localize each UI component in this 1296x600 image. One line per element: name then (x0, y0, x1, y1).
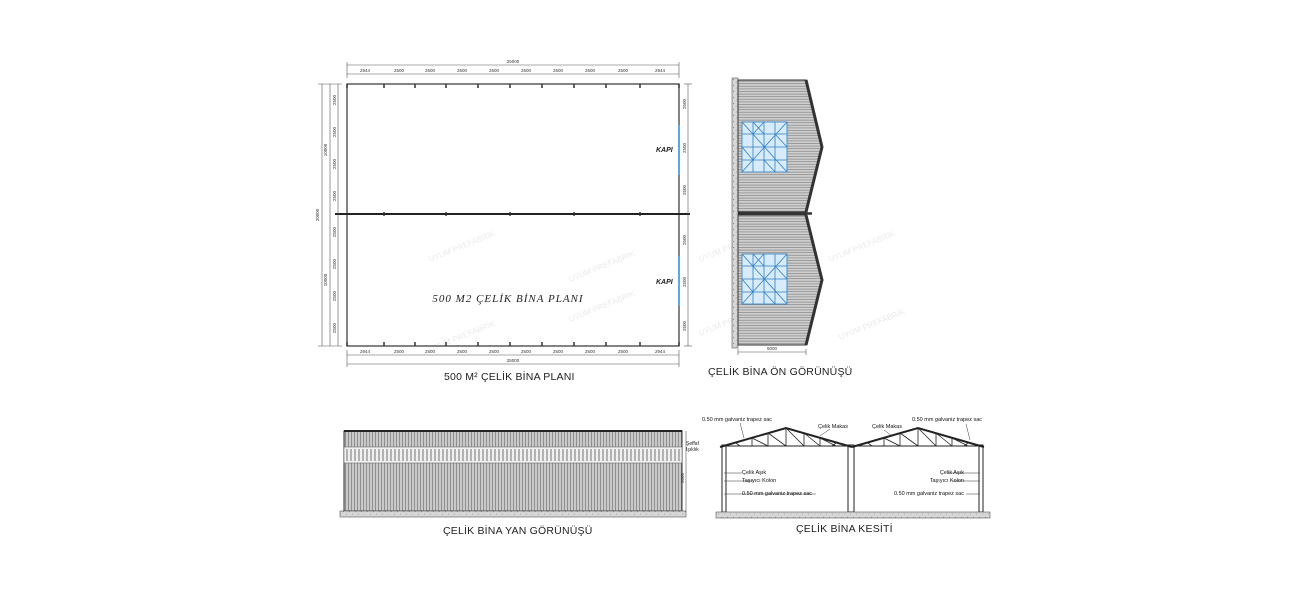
plan-half-depth-top: 10000 (323, 143, 328, 156)
side-view: 5000 Şeffaf Işıklık (339, 430, 700, 518)
section-labels: 0.50 mm galvaniz trapez sac Çelik Makas … (702, 417, 982, 497)
span-dim: 2500 (618, 68, 629, 73)
front-width-dim: 5000 (767, 346, 778, 351)
side-foundation (339, 510, 687, 518)
front-window-bottom (741, 253, 788, 305)
span-dim: 2500 (457, 68, 468, 73)
plan-top-dimensions (346, 62, 680, 78)
skylight-label-2: Işıklık (686, 447, 699, 453)
truss-label-left: Çelik Makas (818, 424, 848, 430)
plan-columns (346, 84, 680, 346)
watermark-text-1: UYUM PREFABRİK (427, 229, 497, 264)
side-view-caption: ÇELİK BİNA YAN GÖRÜNÜŞÜ (443, 525, 593, 537)
door-label: KAPI (656, 147, 674, 154)
span-dim: 2500 (585, 349, 596, 354)
plan-left-dimensions (318, 83, 342, 347)
purlin-label-right: Çelik Aşık (940, 470, 964, 476)
front-foundation (731, 77, 739, 349)
truss-webs-right (867, 427, 969, 447)
section-column (847, 444, 855, 513)
span-dim: 2500 (553, 68, 564, 73)
side-dim: 2500 (682, 98, 687, 109)
section-column (978, 444, 984, 513)
side-wall (343, 430, 683, 512)
column-label-left: Taşıyıcı Kolon (742, 478, 776, 484)
span-dim: 2500 (425, 349, 436, 354)
side-dim: 2500 (332, 94, 337, 105)
plan-door-bottom: KAPI (656, 256, 680, 306)
plan-caption: 500 M² ÇELİK BİNA PLANI (444, 371, 575, 383)
side-dim: 2500 (682, 320, 687, 331)
plan-side-dims-right: 2500 2500 2500 2500 2500 2500 (682, 98, 687, 331)
span-dim: 2500 (394, 349, 405, 354)
span-dim: 2500 (489, 68, 500, 73)
front-window-top (741, 121, 788, 173)
plan-overall-depth: 20000 (315, 208, 320, 221)
side-dim: 2500 (332, 226, 337, 237)
door-label: KAPI (656, 279, 674, 286)
section-foundation (715, 511, 991, 519)
span-dim: 2500 (425, 68, 436, 73)
side-dim: 2500 (682, 142, 687, 153)
section-view (715, 422, 991, 519)
roof-sheet-label-left: 0.50 mm galvaniz trapez sac (702, 417, 772, 423)
skylight-label-1: Şeffaf (686, 441, 700, 447)
plan-door-top: KAPI (656, 125, 680, 175)
side-dim: 2500 (332, 190, 337, 201)
side-skylight (343, 446, 683, 464)
section-leaders (724, 422, 980, 495)
side-dim: 2500 (332, 258, 337, 269)
roof-sheet-label-right: 0.50 mm galvaniz trapez sac (912, 417, 982, 423)
watermark-text-6: UYUM PREFABRİK (827, 229, 897, 264)
side-dim: 2500 (332, 158, 337, 169)
span-dim: 2944 (360, 349, 371, 354)
span-dim: 2944 (655, 349, 666, 354)
side-dim: 2500 (332, 322, 337, 333)
span-dim: 2500 (489, 349, 500, 354)
wall-sheet-label-right: 0.50 mm galvaniz trapez sac (894, 491, 964, 497)
section-column (721, 444, 727, 513)
watermark-text-2: UYUM PREFABRİK (567, 249, 637, 284)
span-dim: 2944 (655, 68, 666, 73)
truss-webs-left (735, 427, 837, 447)
plan-overall-width-top: 25000 (507, 59, 520, 64)
span-dim: 2500 (585, 68, 596, 73)
plan-span-dims-top: 2944 2500 2500 2500 2500 2500 2500 2500 … (360, 68, 666, 73)
plan-half-depth-bottom: 10000 (323, 273, 328, 286)
side-dim: 2500 (332, 290, 337, 301)
plan-bottom-dimensions (346, 350, 680, 367)
plan-overall-width-bottom: 25000 (507, 358, 520, 363)
span-dim: 2500 (553, 349, 564, 354)
span-dim: 2500 (521, 68, 532, 73)
span-dim: 2500 (394, 68, 405, 73)
plan-right-dimensions (684, 83, 692, 347)
side-dim: 2500 (682, 184, 687, 195)
section-caption: ÇELİK BİNA KESİTİ (796, 523, 893, 535)
skylight-strips (346, 449, 680, 461)
watermark: UYUM PREFABRİK UYUM PREFABRİK UYUM PREFA… (427, 229, 907, 354)
truss-label-right: Çelik Makas (872, 424, 902, 430)
side-dim: 2500 (332, 126, 337, 137)
span-dim: 2500 (521, 349, 532, 354)
span-dim: 2500 (618, 349, 629, 354)
plan-side-dims-left: 2500 2500 2500 2500 2500 2500 2500 2500 (332, 94, 337, 333)
plan-span-dims-bottom: 2944 2500 2500 2500 2500 2500 2500 2500 … (360, 349, 666, 354)
side-dim: 2500 (682, 234, 687, 245)
watermark-text-8: UYUM PREFABRİK (837, 307, 907, 342)
wall-sheet-label-left: 0.50 mm galvaniz trapez sac (742, 491, 812, 497)
front-view-caption: ÇELİK BİNA ÖN GÖRÜNÜŞÜ (708, 366, 853, 378)
column-label-right: Taşıyıcı Kolon (930, 478, 964, 484)
front-view: 5000 (731, 77, 824, 355)
purlin-label-left: Çelik Aşık (742, 470, 766, 476)
span-dim: 2500 (457, 349, 468, 354)
side-height-dim: 5000 (680, 472, 685, 483)
plan-inner-title: 500 M2 ÇELİK BİNA PLANI (432, 293, 583, 305)
span-dim: 2944 (360, 68, 371, 73)
side-dim: 2500 (682, 276, 687, 287)
